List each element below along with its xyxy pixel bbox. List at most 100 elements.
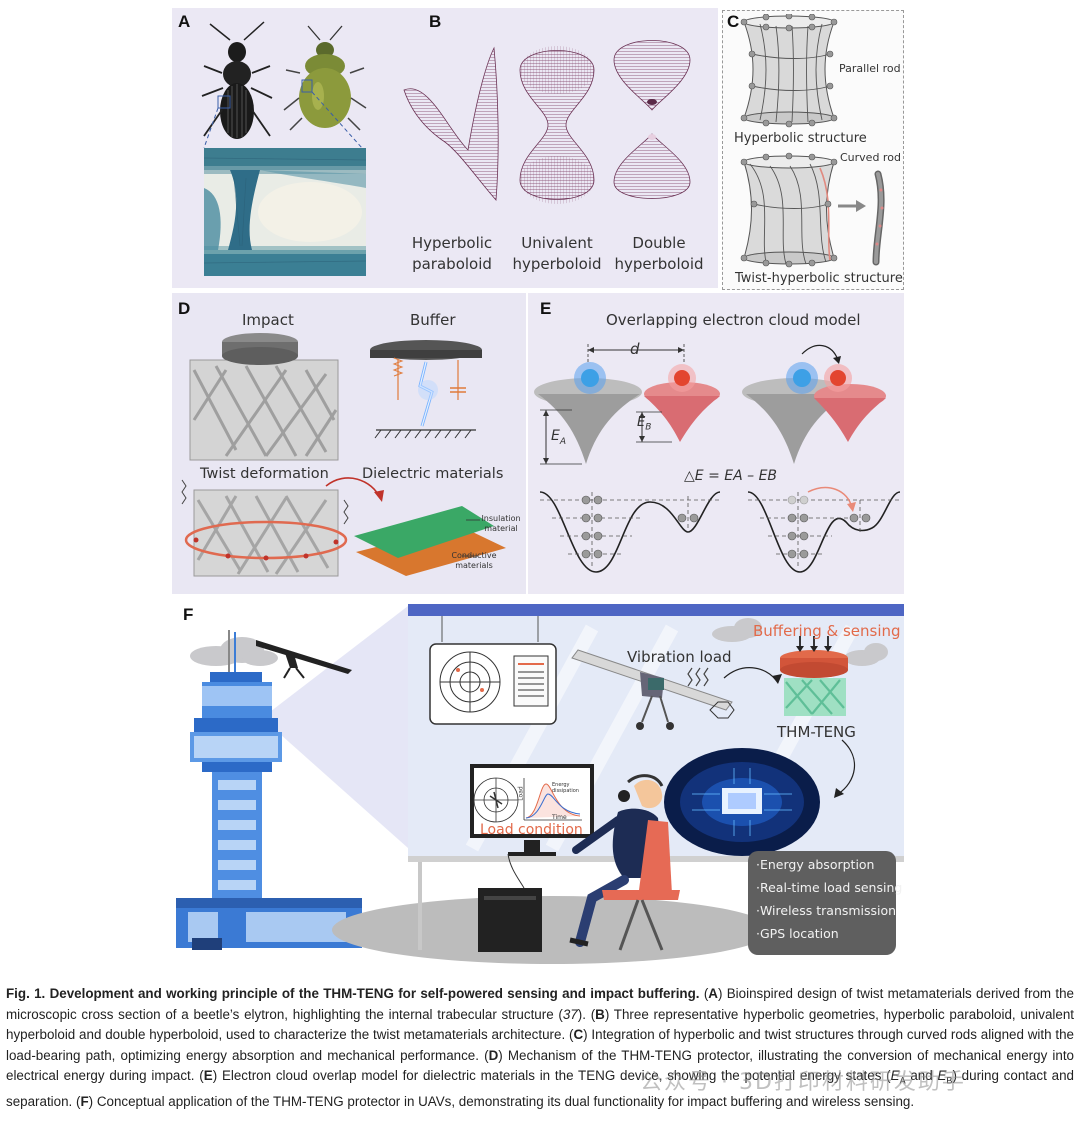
uav-aircraft-illustration [571, 649, 782, 730]
twist-deformation-label: Twist deformation [200, 466, 329, 482]
caption-label-b: B [595, 1006, 605, 1022]
caption-text-c: Integration of hyperbolic and twist stru… [6, 1027, 1074, 1063]
screen-energy-line: dissipation [552, 788, 579, 794]
caption-text-e2: ) during contact and separation. [6, 1068, 1074, 1109]
caption-label-e: E [203, 1068, 213, 1084]
separated-electron-clouds [534, 362, 720, 464]
shape-label-line: hyperboloid [512, 255, 602, 273]
caption-eb: E [937, 1068, 947, 1084]
panel-a-label: A [178, 12, 191, 31]
feature-list-card: ·Energy absorption ·Real-time load sensi… [748, 851, 902, 955]
panel-e-label: E [540, 299, 552, 318]
caption-text-b: Three representative hyperbolic geometri… [6, 1006, 1074, 1043]
ea-subscript: A [559, 436, 567, 447]
ground-beetle-image [201, 21, 273, 139]
caption-ref: 37 [562, 1006, 578, 1022]
caption-label-f: F [80, 1093, 89, 1109]
caption-text-a-close: ). [577, 1006, 586, 1022]
control-tower [176, 630, 362, 950]
curved-rod-label: Curved rod [840, 151, 901, 164]
shape-label-double-hyperboloid: Double hyperboloid [610, 233, 708, 275]
load-condition-label: Load condition [480, 822, 583, 838]
shape-label-line: Hyperbolic [411, 234, 493, 252]
caption-label-c: C [573, 1027, 584, 1043]
dielectric-materials-label: Dielectric materials [362, 466, 504, 482]
uav-application-scene [176, 604, 904, 964]
feature-wireless-transmission: ·Wireless transmission [756, 903, 897, 918]
panel-f-label: F [183, 605, 194, 624]
panel-c-label: C [727, 12, 740, 31]
dielectric-layers [354, 506, 506, 576]
caption-text-e: Electron cloud overlap model for dielect… [221, 1068, 891, 1084]
distance-d-label: d [630, 340, 640, 358]
conductive-line: materials [455, 561, 493, 570]
thm-teng-device [780, 636, 848, 716]
watermark: 公众号 · 3D打印材料研发助手 [640, 1070, 966, 1095]
electron-cloud-diagram [534, 344, 901, 573]
shape-label-line: hyperboloid [614, 255, 704, 273]
caption-text-d: Mechanism of the THM-TENG protector, ill… [6, 1047, 1075, 1084]
shape-label-univalent-hyperboloid: Univalent hyperboloid [508, 233, 606, 275]
shape-label-line: Double [632, 234, 686, 252]
shape-label-line: paraboloid [412, 255, 492, 273]
beetle-illustration [201, 21, 367, 276]
energy-ea-label: EA [551, 428, 566, 447]
feature-energy-absorption: ·Energy absorption [756, 857, 875, 872]
impact-lattice-block [189, 333, 339, 461]
ea-symbol: E [551, 428, 560, 444]
chip-energy-orb [664, 739, 856, 856]
screen-load-axis-label: Load [517, 786, 525, 801]
buffering-sensing-label: Buffering & sensing [753, 622, 901, 640]
energy-eb-label: EB [637, 415, 651, 433]
vibration-load-label: Vibration load [627, 648, 732, 666]
twist-hyperbolic-structure-label: Twist-hyperbolic structure [735, 271, 903, 286]
feature-gps-location: ·GPS location [756, 926, 839, 941]
potential-energy-wells [539, 491, 901, 573]
elytron-cross-section-image [203, 148, 367, 276]
eb-subscript: B [645, 422, 652, 433]
univalent-hyperboloid-shape [519, 46, 595, 204]
insulation-line: Insulation [481, 514, 521, 523]
hyperbolic-structure-illustration [740, 14, 885, 268]
electron-cloud-title: Overlapping electron cloud model [606, 311, 861, 329]
screen-time-axis-label: Time [552, 814, 567, 821]
eb-symbol: E [637, 415, 646, 430]
shape-label-hyperbolic-paraboloid: Hyperbolic paraboloid [400, 233, 504, 275]
screen-energy-label: Energy dissipation [552, 782, 579, 794]
panel-b-label: B [429, 12, 442, 31]
load-monitor [470, 764, 594, 856]
hyperbolic-structure-model [740, 14, 838, 128]
caption-ea: E [890, 1068, 900, 1084]
chafer-beetle-image [283, 25, 367, 131]
curved-rod-detail [838, 170, 885, 266]
caption-text-a: Bioinspired design of twist metamaterial… [6, 986, 1074, 1022]
caption-label-a: A [708, 986, 718, 1001]
radar-monitor-panel [429, 616, 557, 725]
conductive-line: Conductive [451, 551, 497, 560]
small-aircraft-icon [256, 640, 352, 679]
delta-energy-equation: △E = EA – EB [684, 468, 778, 484]
hyperbolic-paraboloid-shape [403, 46, 499, 201]
figure-caption: Fig. 1. Development and working principl… [6, 986, 1075, 1109]
insulation-material-label: Insulation material [472, 514, 530, 534]
caption-label-d: D [488, 1047, 499, 1063]
impact-label: Impact [242, 311, 294, 329]
caption-text-f: Conceptual application of the THM-TENG p… [96, 1093, 915, 1109]
shape-label-line: Univalent [521, 234, 593, 252]
teng-mechanism-illustration [181, 333, 506, 577]
hyperbolic-structure-label: Hyperbolic structure [734, 131, 867, 146]
caption-eb-sub: B [946, 1076, 953, 1087]
thm-teng-label: THM-TENG [777, 723, 856, 741]
caption-ea-sub: A [899, 1076, 906, 1087]
caption-title: Fig. 1. Development and working principl… [6, 986, 700, 1001]
buffer-circuit-sketch [370, 340, 482, 439]
buffer-label: Buffer [410, 311, 456, 329]
caption-and: and [910, 1068, 933, 1084]
hyperbolic-geometries-illustration [403, 40, 691, 204]
conductive-materials-label: Conductive materials [444, 551, 504, 571]
panel-d-label: D [178, 299, 191, 318]
parallel-rod-label: Parallel rod [839, 62, 901, 75]
insulation-line: material [484, 524, 518, 533]
contact-electron-clouds [742, 344, 886, 464]
twist-deformation-block [181, 477, 384, 577]
